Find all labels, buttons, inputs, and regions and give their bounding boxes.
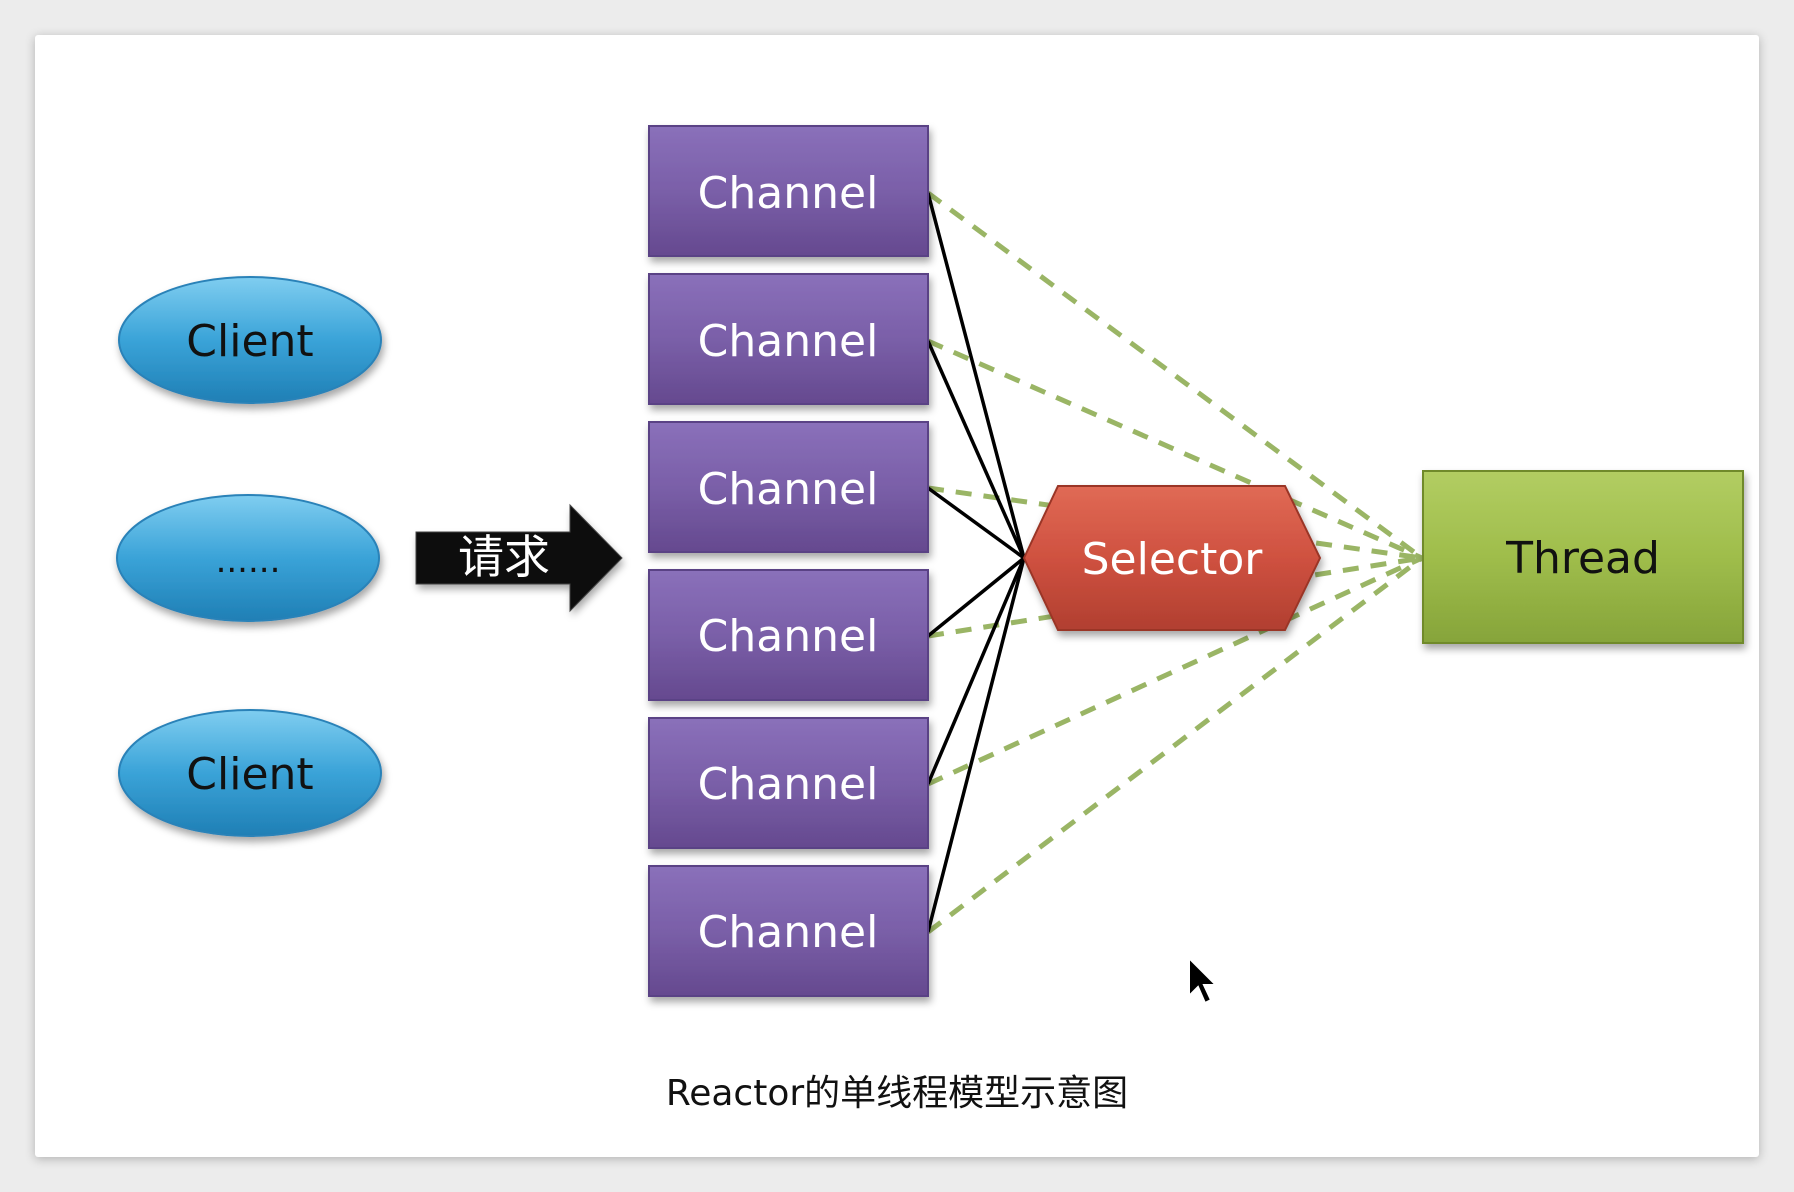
thread-node: Thread: [1422, 470, 1744, 644]
channel-node: Channel: [648, 125, 929, 257]
channel-label: Channel: [698, 759, 879, 810]
solid-line-4: [926, 556, 1026, 638]
channel-node: Channel: [648, 273, 929, 405]
thread-label: Thread: [1505, 533, 1660, 584]
client-node: Client: [118, 276, 382, 404]
solid-connectors: [926, 192, 1026, 933]
channel-label: Channel: [698, 316, 879, 367]
channel-node: Channel: [648, 569, 929, 701]
solid-line-5: [926, 557, 1026, 785]
selector-label: Selector: [1082, 534, 1264, 585]
diagram-caption: Reactor的单线程模型示意图: [665, 1073, 1129, 1114]
client-label: Client: [186, 749, 313, 800]
selector-node: Selector: [1022, 485, 1322, 631]
client-node: Client: [118, 709, 382, 837]
dashed-line-2: [926, 338, 1424, 561]
dashed-line-5: [926, 555, 1424, 787]
solid-line-6: [926, 557, 1026, 933]
dashed-line-6: [926, 556, 1424, 934]
request-arrow: 请求: [415, 503, 623, 613]
client-label: Client: [186, 316, 313, 367]
client-ellipsis-node: ......: [116, 494, 380, 622]
channel-label: Channel: [698, 168, 879, 219]
mouse-cursor-icon: [1188, 955, 1219, 1005]
solid-line-3: [926, 486, 1026, 560]
request-arrow-label: 请求: [458, 530, 550, 584]
client-ellipsis-label: ......: [216, 541, 281, 581]
channel-label: Channel: [698, 464, 879, 515]
dashed-line-1: [926, 190, 1424, 561]
channel-label: Channel: [698, 611, 879, 662]
solid-line-2: [926, 340, 1026, 559]
channel-node: Channel: [648, 717, 929, 849]
channel-label: Channel: [698, 907, 879, 958]
dashed-connectors: [926, 190, 1424, 934]
channel-node: Channel: [648, 865, 929, 997]
channel-node: Channel: [648, 421, 929, 553]
solid-line-1: [926, 192, 1026, 559]
